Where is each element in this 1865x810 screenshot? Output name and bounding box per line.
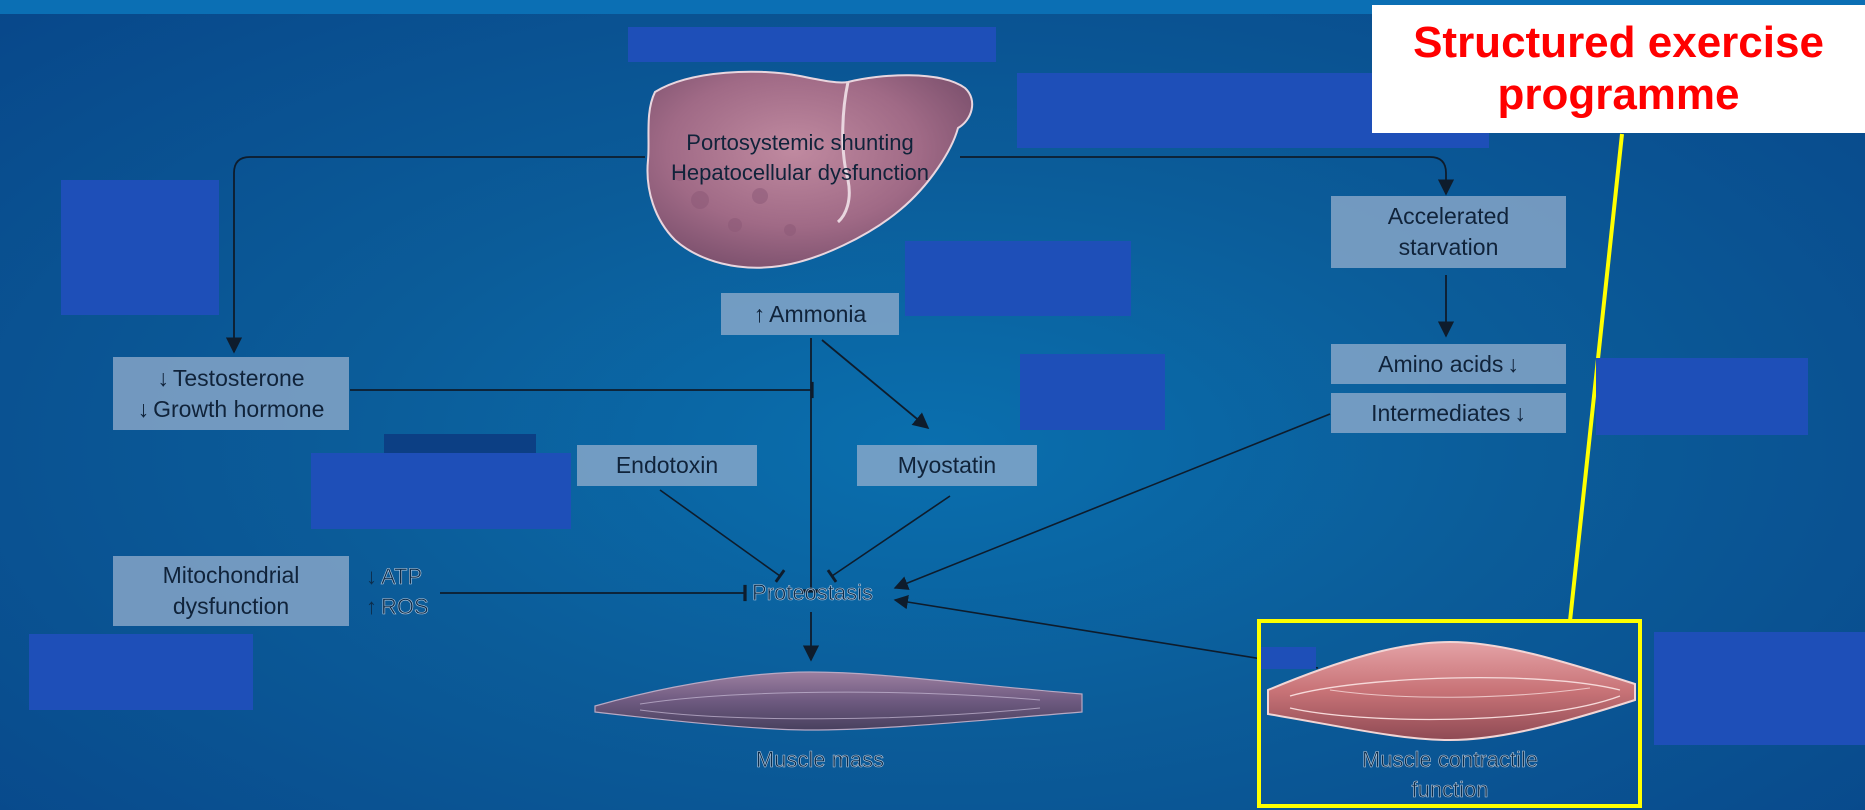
intermediates-label: Intermediates xyxy=(1371,398,1510,429)
liver-line1: Portosystemic shunting xyxy=(620,128,980,158)
myostatin-node: Myostatin xyxy=(857,445,1037,486)
myostatin-label: Myostatin xyxy=(898,450,996,481)
up-arrow-icon: ↑ xyxy=(366,592,377,622)
redaction-box xyxy=(384,434,536,454)
redaction-box xyxy=(1596,358,1808,435)
redaction-box xyxy=(628,27,996,62)
mitochondrial-node: Mitochondrial dysfunction xyxy=(113,556,349,626)
starvation-line1: Accelerated xyxy=(1388,201,1509,232)
redaction-box xyxy=(61,180,219,315)
testosterone-label: Testosterone xyxy=(173,363,305,394)
contractile-to-proteostasis-arrow xyxy=(895,600,1318,668)
down-arrow-icon: ↓ xyxy=(366,562,377,592)
ammonia-label: Ammonia xyxy=(769,299,866,330)
ros-label: ROS xyxy=(381,592,429,622)
redaction-box xyxy=(311,453,571,529)
mito-line2: dysfunction xyxy=(173,591,289,622)
growth-hormone-label: Growth hormone xyxy=(153,394,324,425)
starvation-line2: starvation xyxy=(1399,232,1499,263)
down-arrow-icon: ↓ xyxy=(157,363,169,394)
endotoxin-node: Endotoxin xyxy=(577,445,757,486)
down-arrow-icon: ↓ xyxy=(1507,349,1519,380)
liver-line2: Hepatocellular dysfunction xyxy=(620,158,980,188)
intermediates-node: Intermediates↓ xyxy=(1331,393,1566,433)
down-arrow-icon: ↓ xyxy=(138,394,150,425)
amino-acids-node: Amino acids↓ xyxy=(1331,344,1566,384)
muscle-mass-text: Muscle mass xyxy=(756,747,884,772)
atp-ros-label: ↓ATP ↑ROS xyxy=(366,562,446,622)
ammonia-node: ↑Ammonia xyxy=(721,293,899,335)
down-arrow-icon: ↓ xyxy=(1514,398,1526,429)
exercise-callout: Structured exercise programme xyxy=(1372,5,1865,133)
hormones-node: ↓Testosterone ↓Growth hormone xyxy=(113,357,349,430)
liver-to-hormones-arrow xyxy=(234,157,645,352)
starvation-node: Accelerated starvation xyxy=(1331,196,1566,268)
redaction-box xyxy=(29,634,253,710)
callout-line2: programme xyxy=(1372,69,1865,121)
ammonia-to-myostatin-arrow xyxy=(822,340,928,428)
atp-label: ATP xyxy=(381,562,422,592)
amino-to-proteostasis-arrow xyxy=(895,414,1330,588)
endotoxin-label: Endotoxin xyxy=(616,450,718,481)
liver-to-starvation-arrow xyxy=(960,157,1446,194)
up-arrow-icon: ↑ xyxy=(754,299,766,330)
redaction-box xyxy=(905,241,1131,316)
highlight-box xyxy=(1257,619,1642,808)
liver-label: Portosystemic shunting Hepatocellular dy… xyxy=(620,128,980,188)
muscle-mass-label: Muscle mass xyxy=(715,745,925,775)
redaction-box xyxy=(1020,354,1165,430)
redaction-box xyxy=(1654,632,1865,745)
proteostasis-text: Proteostasis xyxy=(752,580,873,605)
myostatin-inhibit-line xyxy=(832,496,950,576)
mito-line1: Mitochondrial xyxy=(163,560,300,591)
endotoxin-inhibit-line xyxy=(660,490,780,576)
muscle-mass-illustration xyxy=(595,672,1082,730)
proteostasis-label: Proteostasis xyxy=(735,578,890,608)
callout-line1: Structured exercise xyxy=(1372,17,1865,69)
amino-acids-label: Amino acids xyxy=(1378,349,1503,380)
